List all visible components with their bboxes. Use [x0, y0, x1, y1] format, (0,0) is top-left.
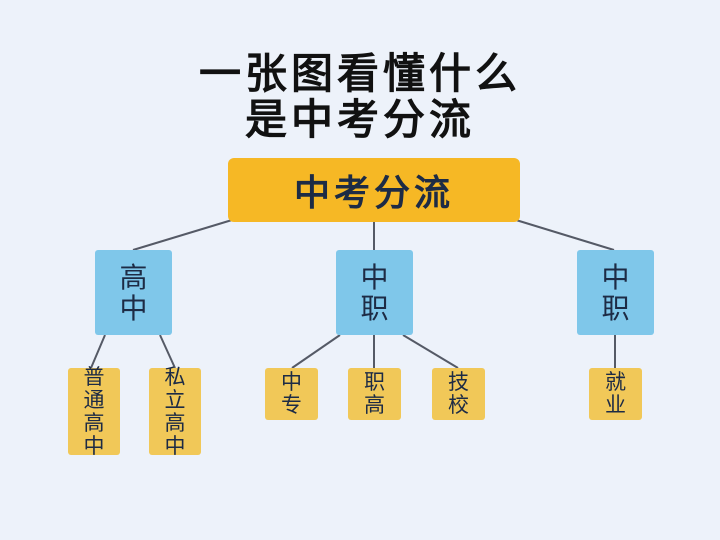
title-line-2: 是中考分流 [244, 95, 475, 144]
title-line-1: 一张图看懂什么 [198, 49, 521, 98]
leaf-node: 私立高中 [149, 365, 201, 457]
branch-node-vocational: 中职 [336, 250, 413, 335]
connector-line [291, 334, 341, 369]
leaf-node: 技校 [432, 368, 485, 420]
connector-line [132, 219, 233, 251]
connector-line [159, 334, 176, 369]
leaf-node: 就业 [589, 368, 642, 420]
leaf-node: 职高 [348, 368, 401, 420]
root-node: 中考分流 [228, 158, 520, 222]
leaf-node: 普通高中 [68, 365, 120, 457]
connector-line [90, 334, 106, 369]
leaf-node: 中专 [265, 368, 318, 420]
connector-line [402, 334, 459, 369]
connector-line [515, 219, 615, 251]
branch-node-high-school: 高中 [95, 250, 172, 335]
branch-node-vocational-2: 中职 [577, 250, 654, 335]
